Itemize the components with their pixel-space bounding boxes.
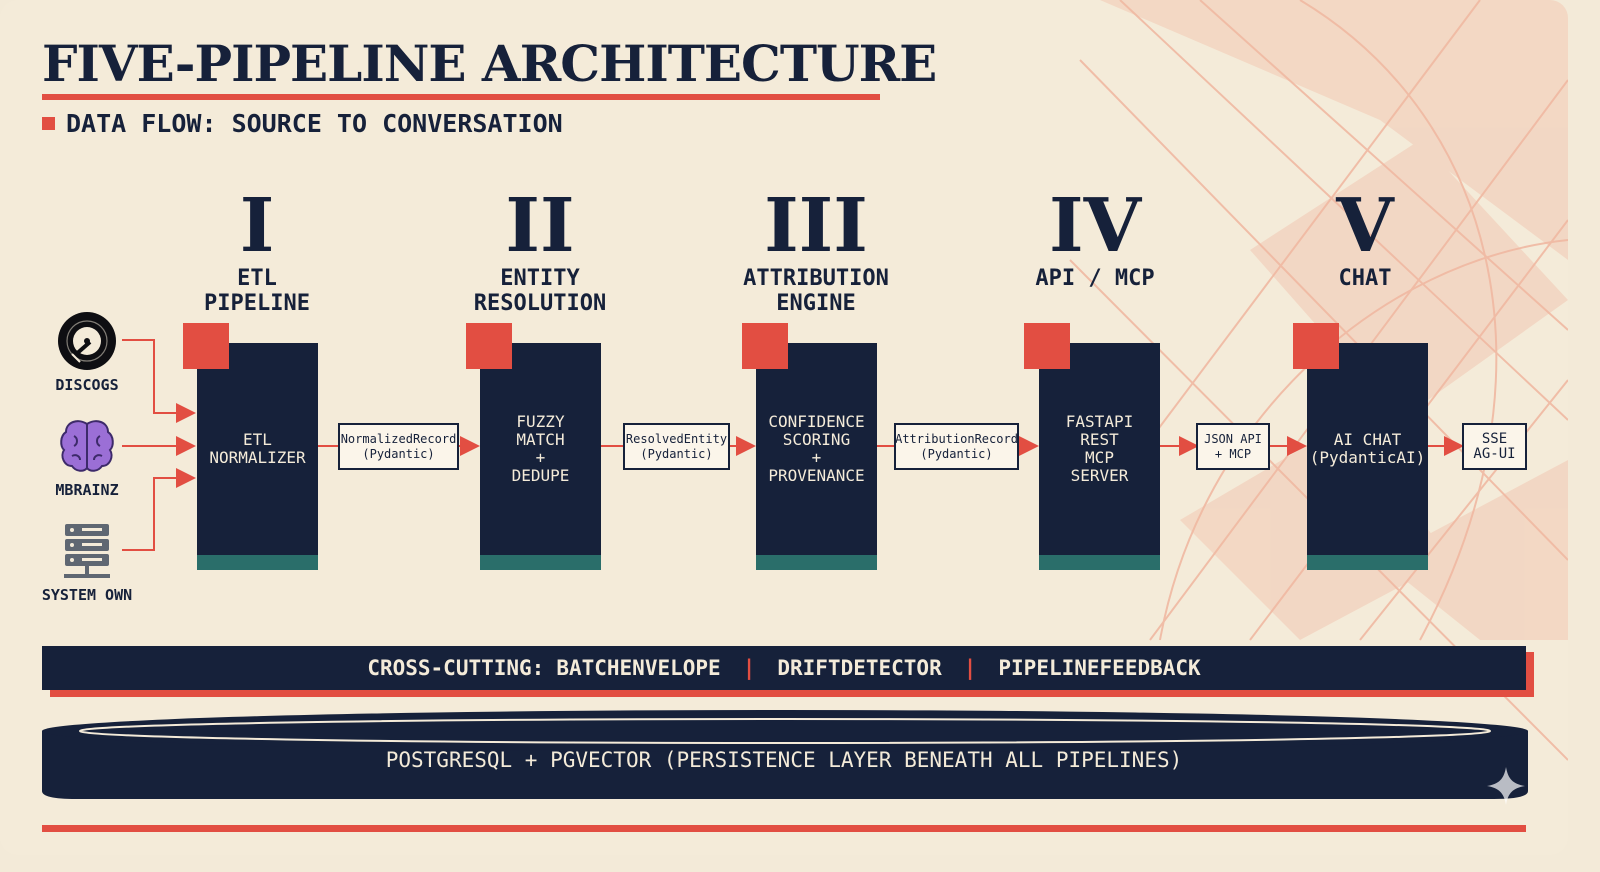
stage-block-base-1	[197, 555, 318, 570]
cross-cutting-band: CROSS-CUTTING: BATCHENVELOPE | DRIFTDETE…	[42, 646, 1526, 690]
stage-corner-marker-1	[183, 323, 229, 369]
connector-resolved-entity: ResolvedEntity (Pydantic)	[623, 423, 730, 470]
connector-sse-ag-ui: SSE AG-UI	[1462, 423, 1527, 470]
source-label-mbrainz: MBRAINZ	[55, 481, 119, 499]
page-title: FIVE-PIPELINE ARCHITECTURE	[42, 34, 937, 93]
page-subtitle: DATA FLOW: SOURCE TO CONVERSATION	[66, 109, 563, 138]
title-underline	[42, 94, 880, 100]
stage-corner-marker-4	[1024, 323, 1070, 369]
stage-name-1: ETL PIPELINE	[204, 266, 310, 316]
source-label-discogs: DISCOGS	[55, 376, 119, 394]
flow-arrows	[122, 339, 1464, 551]
cross-cutting-item-driftdetector: DRIFTDETECTOR	[777, 656, 942, 680]
stage-block-base-3	[756, 555, 877, 570]
stage-block-base-2	[480, 555, 601, 570]
stage-numeral-4: IV	[1048, 183, 1142, 269]
stage-name-5: CHAT	[1338, 266, 1392, 291]
bottom-rule	[42, 825, 1526, 832]
stage-numeral-1: I	[239, 183, 275, 269]
background-decoration	[1069, 0, 1568, 761]
stage-block-2: FUZZY MATCH + DEDUPE	[480, 343, 601, 570]
connector-json-api-mcp: JSON API + MCP	[1196, 423, 1270, 470]
stage-name-2: ENTITY RESOLUTION	[473, 266, 607, 316]
persistence-database-shape	[42, 710, 1528, 799]
stage-block-base-5	[1307, 555, 1428, 570]
persistence-layer-label: POSTGRESQL + PGVECTOR (PERSISTENCE LAYER…	[385, 748, 1183, 772]
stage-block-label-4: FASTAPI REST MCP SERVER	[1065, 412, 1134, 485]
connector-normalized-record: NormalizedRecord (Pydantic)	[338, 423, 459, 470]
cross-cutting-prefix: CROSS-CUTTING:	[367, 656, 545, 680]
stage-block-base-4	[1039, 555, 1160, 570]
stage-block-4: FASTAPI REST MCP SERVER	[1039, 343, 1160, 570]
stage-block-label-5: AI CHAT (PydanticAI)	[1309, 430, 1426, 467]
stage-name-4: API / MCP	[1035, 266, 1155, 291]
cross-cutting-item-batchenvelope: BATCHENVELOPE	[556, 656, 721, 680]
cross-cutting-item-pipelinefeedback: PIPELINEFEEDBACK	[998, 656, 1201, 680]
sparkle-icon	[1487, 767, 1525, 805]
stage-corner-marker-2	[466, 323, 512, 369]
stage-block-3: CONFIDENCE SCORING + PROVENANCE	[756, 343, 877, 570]
cross-cutting-separator: |	[963, 656, 977, 680]
stage-corner-marker-5	[1293, 323, 1339, 369]
stage-block-5: AI CHAT (PydanticAI)	[1307, 343, 1428, 570]
connector-attribution-record: AttributionRecord (Pydantic)	[894, 423, 1019, 470]
diagram-canvas: FIVE-PIPELINE ARCHITECTURE DATA FLOW: SO…	[41, 0, 1568, 832]
stage-numeral-5: V	[1336, 183, 1394, 269]
cross-cutting-band-shadow-side	[1526, 652, 1534, 697]
stage-corner-marker-3	[742, 323, 788, 369]
stage-numeral-2: II	[505, 183, 575, 269]
stage-block-label-3: CONFIDENCE SCORING + PROVENANCE	[768, 412, 865, 485]
cross-cutting-separator: |	[742, 656, 756, 680]
brain-icon	[60, 420, 114, 472]
stage-block-label-1: ETL NORMALIZER	[209, 430, 306, 467]
cross-cutting-band-shadow	[50, 690, 1534, 697]
server-icon	[64, 524, 110, 578]
stage-block-label-2: FUZZY MATCH + DEDUPE	[511, 412, 570, 485]
stage-block-1: ETL NORMALIZER	[197, 343, 318, 570]
subtitle-bullet	[42, 117, 55, 130]
stage-numeral-3: III	[764, 183, 868, 269]
vinyl-record-icon	[58, 312, 116, 370]
source-label-system-own: SYSTEM OWN	[41, 586, 133, 604]
stage-name-3: ATTRIBUTION ENGINE	[743, 266, 889, 316]
